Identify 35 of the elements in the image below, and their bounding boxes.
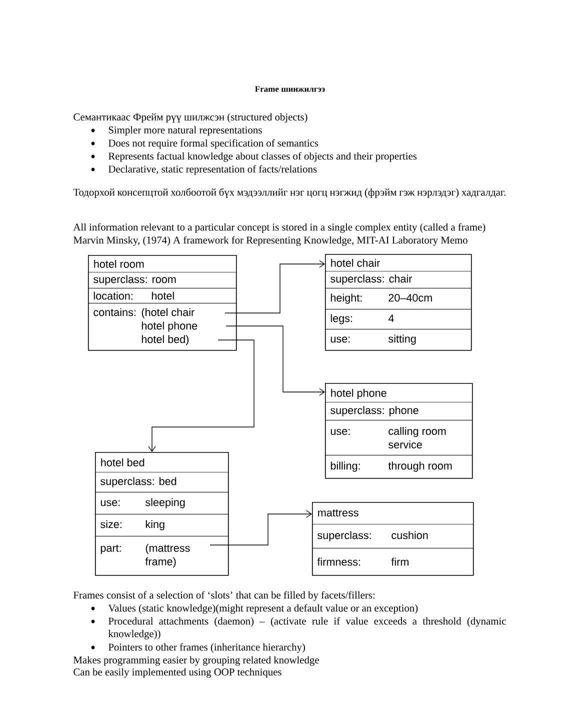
slot-row: billing: through room [325,455,472,478]
text-line: Values (static knowledge)(might represent a default value or an exception) [108,604,418,614]
text-line: Does not require formal specification of semantics [108,139,318,149]
slot-row: height: 20–40cm [325,288,472,310]
title: Frame шинжилгээ [255,86,325,92]
text-line: Makes programming easier by grouping related knowledge [74,656,319,666]
text-line: Can be easily implemented using OOP techniques [74,668,282,678]
text-line: Simpler more natural representations [108,126,262,136]
slot-row: superclass: bed [95,472,228,492]
slot-row: superclass: cushion [312,524,474,548]
text-line: Frames consist of a selection of ‘slots’ that can be filled by facets/fillers: [74,591,374,601]
text-line: Represents factual knowledge about classes of objects and their properties [108,152,417,162]
text-line: Declarative, static representation of facts/relations [108,165,317,175]
slot-row: part: (mattress frame) [95,536,228,576]
text-line: Marvin Minsky, (1974) A framework for Representing Knowledge, MIT-AI Laboratory Memo [74,236,468,246]
slot-row: size: king [95,514,228,536]
text-line: Тодорхой консепцтой холбоотой бүх мэдээллийг нэг цогц нэгжид (фрэйм гэж нэрлэдэг) хадгалдаг. [73,188,506,198]
arrow [210,510,312,546]
arrow [224,260,325,314]
slot-row: firmness: firm [312,548,474,576]
slot-row: superclass: chair [325,271,472,288]
slot-row: superclass: phone [325,402,472,420]
text-line: Семантикаас Фрейм рүү шилжсэн (structured objects) [74,113,308,123]
text-line: Procedural attachments (daemon) – (activate rule if value exceeds a threshold (dynamic knowledge)) [108,617,506,640]
slot-row: legs: 4 [325,309,472,330]
slot-row: use: sleeping [95,492,228,514]
arrow [148,340,254,452]
text-line: Pointers to other frames (inheritance hierarchy) [108,643,305,653]
slot-row: location: hotel [88,288,236,304]
slot-row: contains: (hotel chair hotel phone hotel bed) [88,303,236,350]
slot-row: superclass: room [88,272,236,288]
slot-row: use: calling room service [325,420,472,456]
slot-row: use: sitting [325,329,472,350]
arrow [226,326,325,396]
text-line: All information relevant to a particular concept is stored in a single complex entity (called a frame) [73,223,486,233]
